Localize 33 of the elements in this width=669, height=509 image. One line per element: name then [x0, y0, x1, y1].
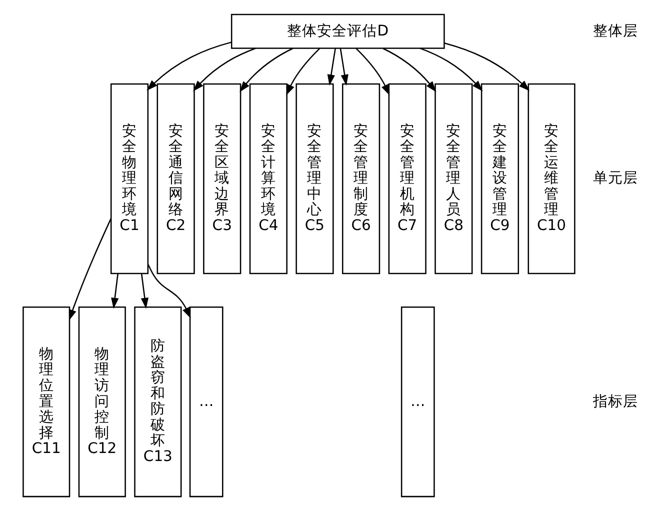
label: 指标层 [592, 392, 638, 410]
node-box: 安全管理机构C7 [388, 83, 426, 274]
node-box: … [188, 306, 223, 498]
arrow [286, 48, 320, 96]
arrow [326, 48, 336, 86]
node-box: … [400, 306, 434, 498]
arrow [110, 273, 118, 309]
node-box: 安全计算环境C4 [248, 83, 287, 274]
node-box: 安全物理环境C1 [110, 83, 148, 274]
arrow [239, 48, 293, 92]
node-box: 安全管理人员C8 [434, 83, 472, 274]
node-box: 物理位置选择C11 [22, 306, 70, 498]
node-box: 安全运维管理C10 [527, 83, 575, 274]
node-box: 安全通信网络C2 [156, 83, 194, 274]
arrow [444, 42, 530, 91]
node-box: 防盗窃和防破坏C13 [134, 306, 182, 498]
node-box: 整体安全评估D [230, 14, 444, 49]
node-box: 安全管理中心C5 [295, 83, 334, 274]
arrow [68, 218, 112, 321]
arrow [147, 264, 190, 318]
arrow [146, 42, 231, 91]
node-box: 物理访问控制C12 [78, 306, 126, 498]
node-box: 安全区域边界C3 [202, 83, 241, 274]
arrow [382, 48, 436, 92]
label: 整体层 [592, 22, 638, 40]
arrow [192, 48, 256, 92]
arrow [355, 48, 390, 96]
arrow [419, 48, 482, 92]
node-box: 安全管理制度C6 [342, 83, 380, 274]
arrow [140, 273, 148, 309]
label: 单元层 [592, 170, 638, 187]
arrow [339, 48, 348, 86]
node-box: 安全建设管理C9 [480, 83, 519, 274]
